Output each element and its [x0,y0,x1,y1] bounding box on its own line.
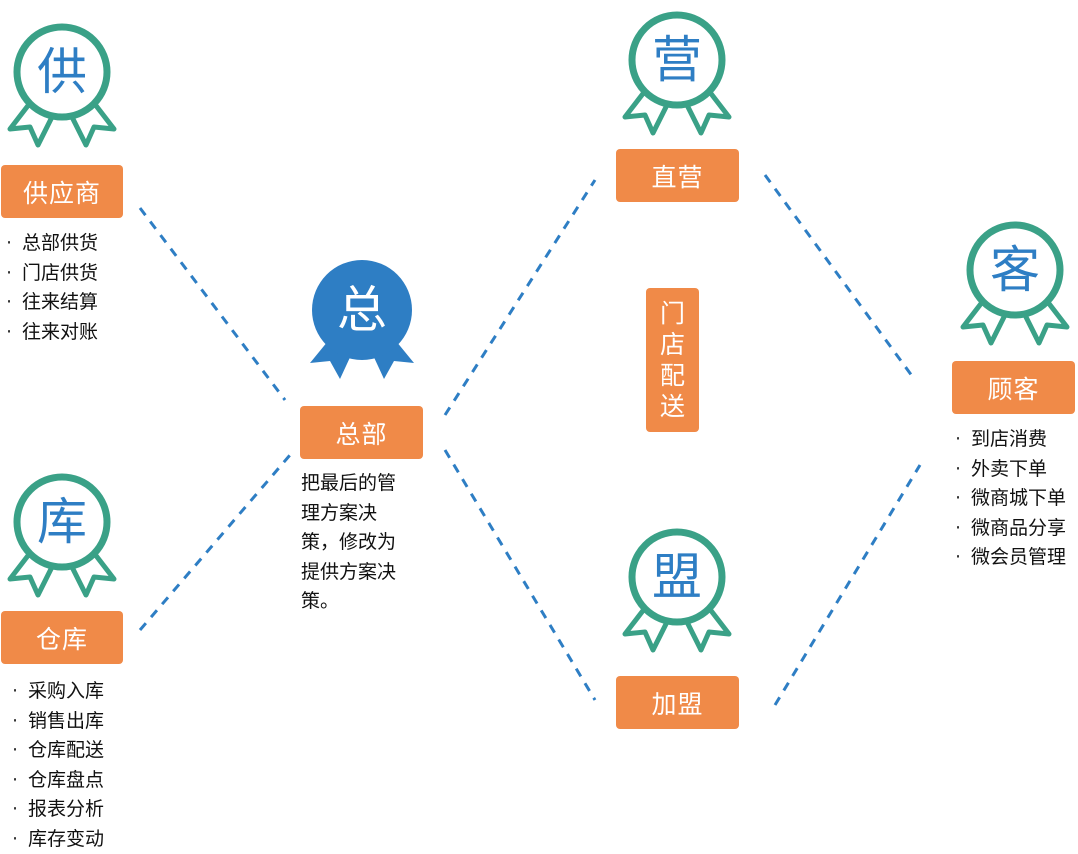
list-item: 往来结算 [6,288,98,318]
list-item: 仓库配送 [12,736,104,766]
direct-badge-icon: 营 [617,3,737,143]
supplier-badge-glyph: 供 [2,15,122,129]
franchise-badge-icon: 盟 [617,520,737,660]
link-direct-customer [765,175,915,380]
list-item: 微会员管理 [955,543,1066,573]
link-hq-franchise [445,450,595,700]
supplier-function-list: 总部供货 门店供货 往来结算 往来对账 [6,229,98,347]
warehouse-badge-icon: 库 [2,465,122,605]
store-delivery-char: 送 [660,391,685,422]
customer-badge-glyph: 客 [955,213,1075,327]
store-delivery-char: 店 [660,329,685,360]
list-item: 门店供货 [6,259,98,289]
warehouse-function-list: 采购入库 销售出库 仓库配送 仓库盘点 报表分析 库存变动 [12,677,104,854]
customer-function-list: 到店消费 外卖下单 微商城下单 微商品分享 微会员管理 [955,425,1066,573]
hq-note: 把最后的管理方案决策，修改为提供方案决策。 [301,469,413,617]
hq-badge-glyph: 总 [302,255,422,365]
direct-label: 直营 [616,149,739,202]
franchise-badge-glyph: 盟 [617,520,737,634]
hq-badge-icon: 总 [302,255,422,395]
supplier-label: 供应商 [1,165,123,218]
direct-badge-glyph: 营 [617,3,737,117]
list-item: 销售出库 [12,707,104,737]
franchise-label: 加盟 [616,676,739,729]
customer-badge-icon: 客 [955,213,1075,353]
link-franchise-customer [775,465,920,705]
link-hq-direct [445,180,595,415]
list-item: 总部供货 [6,229,98,259]
hq-label: 总部 [300,406,423,459]
warehouse-label: 仓库 [1,611,123,664]
list-item: 报表分析 [12,795,104,825]
list-item: 采购入库 [12,677,104,707]
customer-label: 顾客 [952,361,1075,414]
store-delivery-label: 门 店 配 送 [646,288,699,432]
supplier-badge-icon: 供 [2,15,122,155]
list-item: 微商品分享 [955,514,1066,544]
list-item: 到店消费 [955,425,1066,455]
store-delivery-char: 配 [660,360,685,391]
link-supplier-hq [140,208,285,400]
list-item: 外卖下单 [955,455,1066,485]
warehouse-badge-glyph: 库 [2,465,122,579]
link-warehouse-hq [140,455,290,630]
list-item: 微商城下单 [955,484,1066,514]
store-delivery-char: 门 [660,298,685,329]
list-item: 往来对账 [6,318,98,348]
list-item: 仓库盘点 [12,766,104,796]
